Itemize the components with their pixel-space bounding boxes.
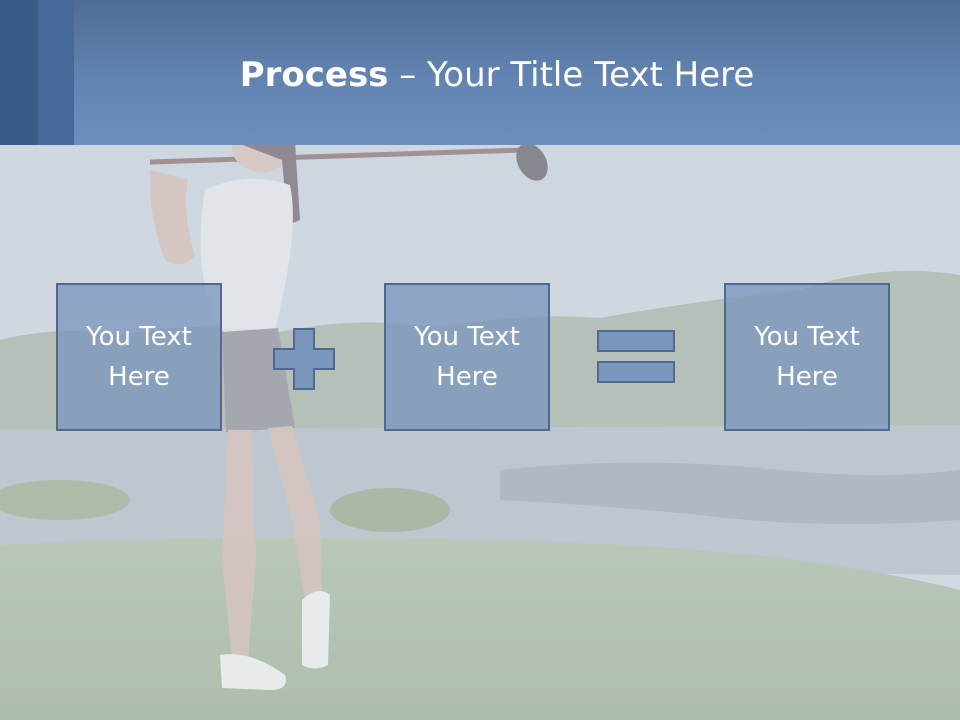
title-rest-text: – Your Title Text Here <box>388 55 755 95</box>
header-accent-stripe-light <box>38 0 74 145</box>
title-bold-text: Process <box>239 55 389 95</box>
slide-title[interactable]: Process – Your Title Text Here <box>74 50 920 100</box>
process-box-3-text: You Text Here <box>754 322 860 392</box>
header-accent-stripe <box>0 0 38 145</box>
process-box-3[interactable]: You Text Here <box>724 283 890 431</box>
process-box-1-text: You Text Here <box>86 322 192 392</box>
process-box-2-text: You Text Here <box>414 322 520 392</box>
process-box-2[interactable]: You Text Here <box>384 283 550 431</box>
equals-icon <box>597 330 675 383</box>
process-box-1[interactable]: You Text Here <box>56 283 222 431</box>
title-bar: Process – Your Title Text Here <box>0 0 960 145</box>
plus-icon <box>273 328 335 390</box>
